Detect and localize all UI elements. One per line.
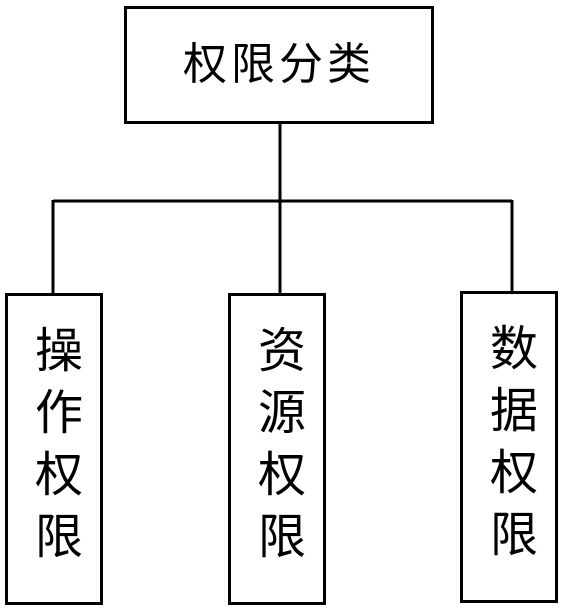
child-node-resource: 资源权限 [228,293,326,605]
root-node: 权限分类 [124,6,434,124]
child-node-operation: 操作权限 [5,293,103,605]
root-node-label: 权限分类 [183,39,375,90]
child-node-data: 数据权限 [460,291,558,603]
child-node-label: 数据权限 [481,323,537,571]
child-node-label: 操作权限 [26,325,82,573]
child-node-label: 资源权限 [249,325,305,573]
